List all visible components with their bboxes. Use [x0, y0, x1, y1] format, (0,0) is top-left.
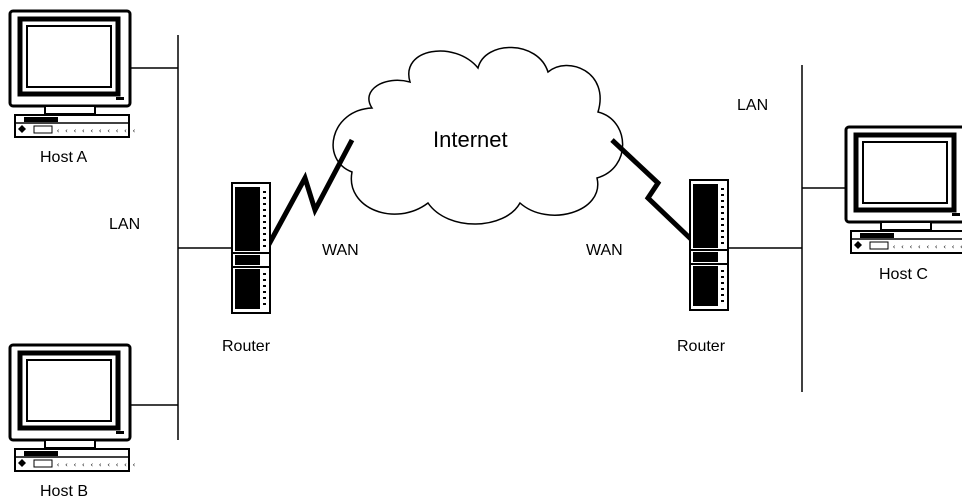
host-a-computer-icon — [10, 11, 136, 137]
router-left-icon — [231, 182, 271, 314]
host-c-computer-icon — [846, 127, 962, 253]
host-b-label: Host B — [40, 483, 88, 498]
lan-right-label: LAN — [737, 97, 768, 114]
wan-right-label: WAN — [586, 242, 623, 259]
router-right-icon — [689, 179, 729, 311]
wan-left-label: WAN — [322, 242, 359, 259]
host-a-label: Host A — [40, 149, 87, 166]
wan-link-right-icon — [610, 138, 696, 244]
internet-cloud-icon — [332, 46, 624, 225]
router-left-label: Router — [222, 338, 271, 355]
host-c-label: Host C — [879, 266, 928, 283]
lan-left-label: LAN — [109, 216, 140, 233]
wan-link-left-icon — [265, 138, 355, 248]
router-right-label: Router — [677, 338, 726, 355]
internet-label: Internet — [433, 127, 508, 152]
host-b-computer-icon — [10, 345, 136, 471]
